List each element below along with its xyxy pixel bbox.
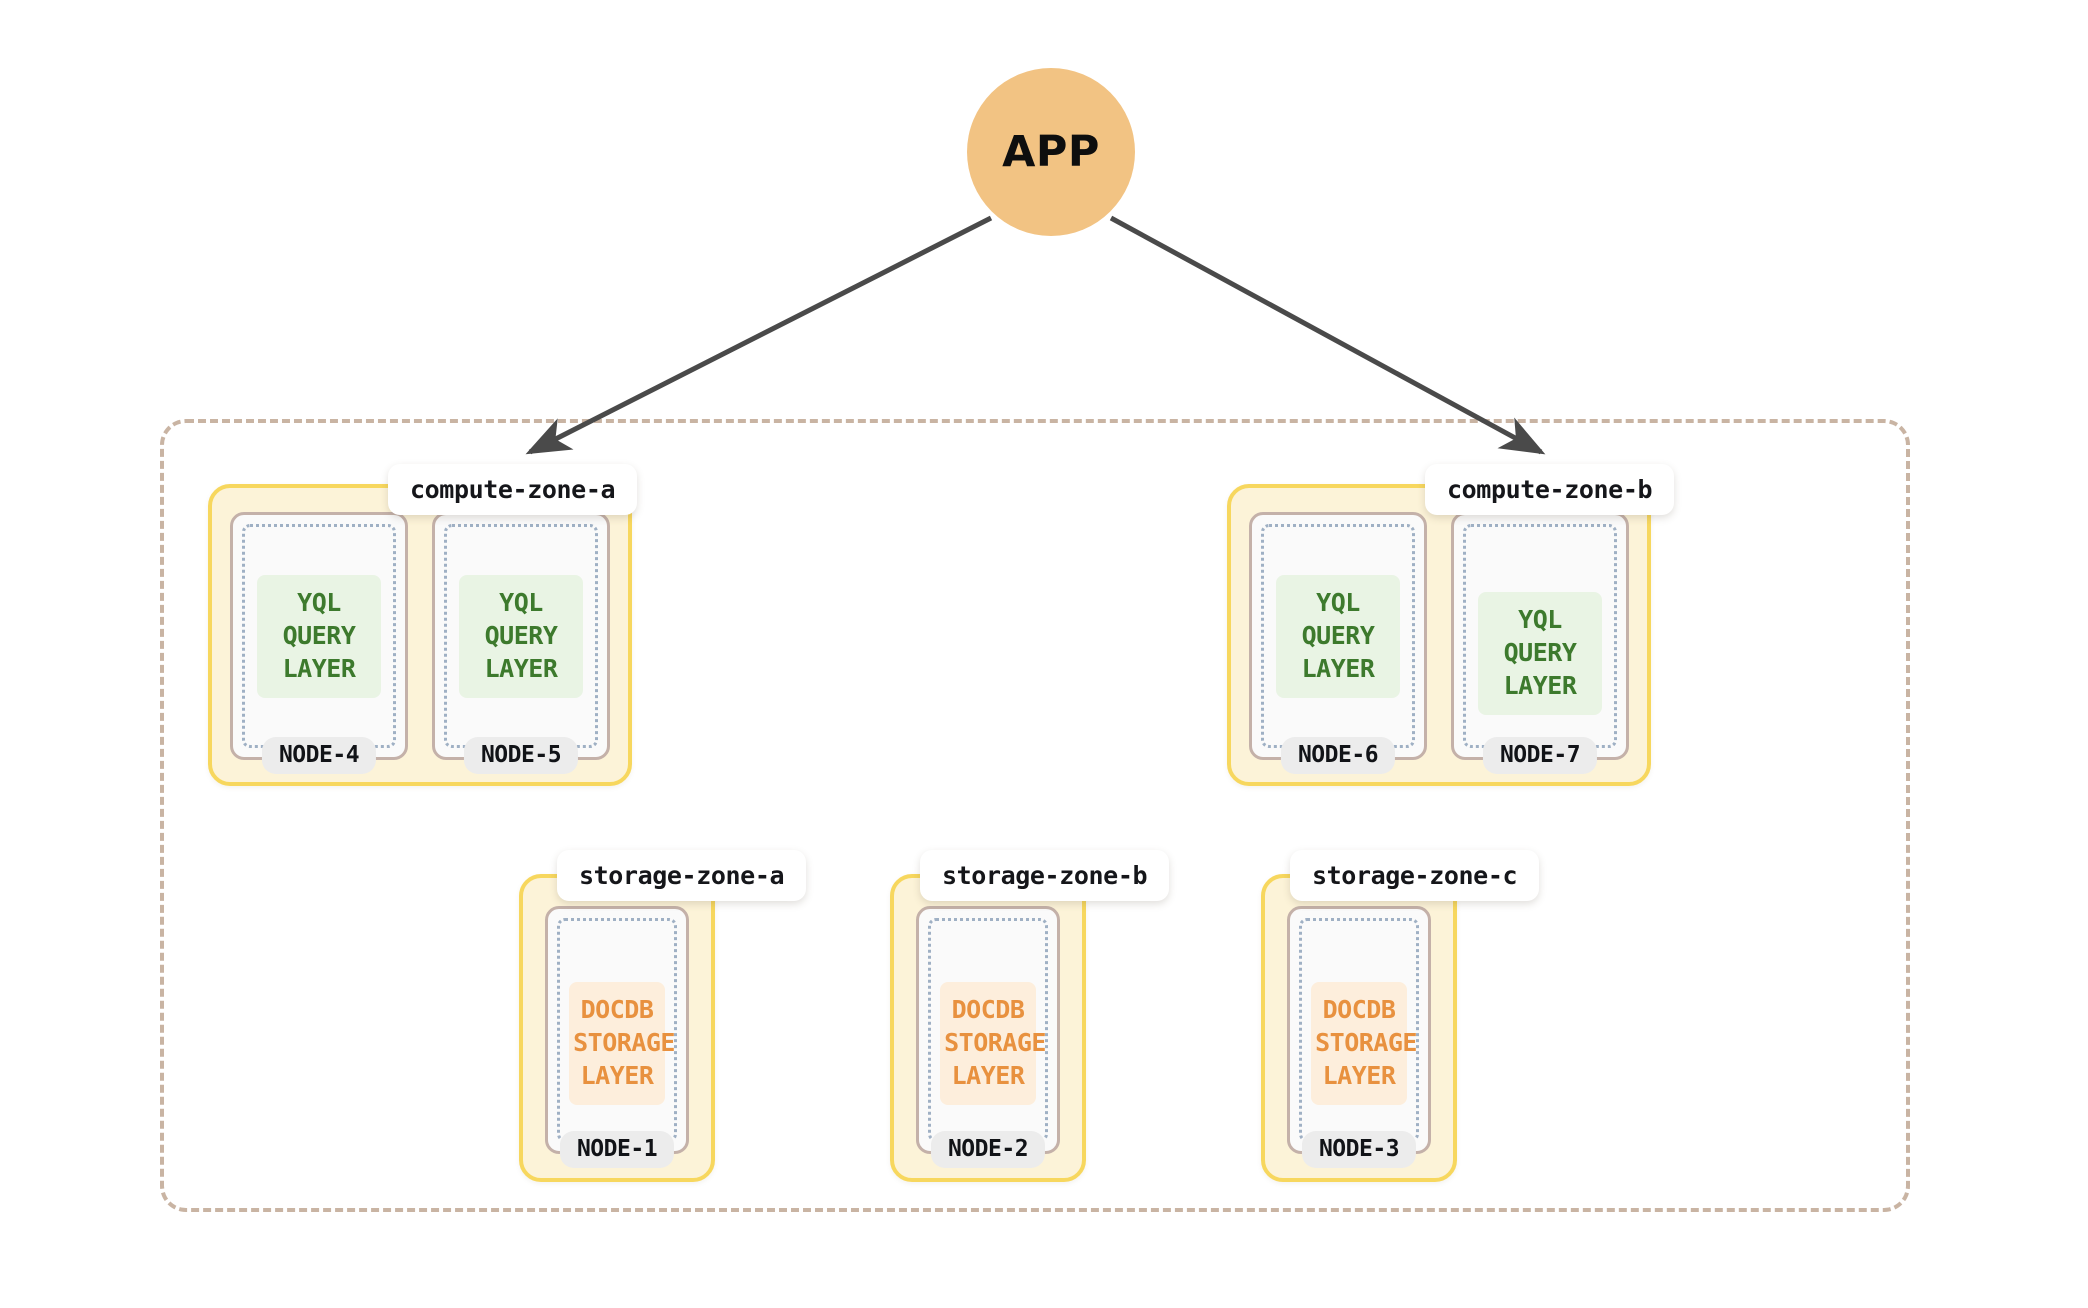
zone-title-compute-zone-a: compute-zone-a — [388, 464, 638, 515]
layer-line-2: STORAGE LAYER — [944, 1028, 1046, 1090]
zone-title-storage-zone-a: storage-zone-a — [557, 850, 807, 901]
layer-chip-docdb: DOCDB STORAGE LAYER — [1311, 982, 1417, 1105]
zone-compute-zone-a[interactable]: YQL QUERY LAYER NODE-4 YQL QUERY LAYER N… — [208, 484, 632, 786]
zone-compute-zone-b[interactable]: YQL QUERY LAYER NODE-6 YQL QUERY LAYER N… — [1227, 484, 1651, 786]
layer-chip-yql: YQL QUERY LAYER — [1477, 591, 1603, 715]
zone-title-storage-zone-b: storage-zone-b — [920, 850, 1170, 901]
node-NODE-4[interactable]: YQL QUERY LAYER NODE-4 — [230, 512, 408, 774]
node-NODE-5[interactable]: YQL QUERY LAYER NODE-5 — [432, 512, 610, 774]
zone-title-storage-zone-c: storage-zone-c — [1290, 850, 1540, 901]
node-label: NODE-1 — [559, 1131, 675, 1168]
node-NODE-1[interactable]: DOCDB STORAGE LAYER NODE-1 — [545, 906, 689, 1168]
layer-line-2: QUERY LAYER — [1503, 637, 1577, 700]
layer-line-2: QUERY LAYER — [1301, 620, 1375, 683]
node-NODE-6[interactable]: YQL QUERY LAYER NODE-6 — [1249, 512, 1427, 774]
layer-chip-yql: YQL QUERY LAYER — [1275, 574, 1401, 698]
zone-storage-zone-a[interactable]: DOCDB STORAGE LAYER NODE-1 — [519, 874, 715, 1182]
layer-chip-yql: YQL QUERY LAYER — [458, 574, 584, 698]
layer-line-1: DOCDB — [580, 995, 654, 1024]
layer-line-1: YQL — [499, 587, 543, 617]
layer-line-1: DOCDB — [1322, 995, 1396, 1024]
zone-storage-zone-c[interactable]: DOCDB STORAGE LAYER NODE-3 — [1261, 874, 1457, 1182]
node-label: NODE-2 — [930, 1131, 1046, 1168]
layer-line-2: STORAGE LAYER — [573, 1028, 675, 1090]
node-label: NODE-6 — [1280, 737, 1396, 774]
layer-chip-yql: YQL QUERY LAYER — [256, 574, 382, 698]
cluster-region — [160, 419, 1910, 1212]
arrow-app-to-compute-zone-a — [525, 215, 993, 455]
node-NODE-2[interactable]: DOCDB STORAGE LAYER NODE-2 — [916, 906, 1060, 1168]
layer-line-1: YQL — [297, 587, 341, 617]
app-node[interactable]: APP — [967, 68, 1135, 236]
node-NODE-3[interactable]: DOCDB STORAGE LAYER NODE-3 — [1287, 906, 1431, 1168]
layer-line-1: YQL — [1518, 604, 1562, 634]
layer-line-2: STORAGE LAYER — [1315, 1028, 1417, 1090]
app-node-label: APP — [1002, 127, 1100, 177]
layer-line-2: QUERY LAYER — [282, 620, 356, 683]
layer-line-2: QUERY LAYER — [484, 620, 558, 683]
node-label: NODE-7 — [1482, 737, 1598, 774]
arrow-app-to-compute-zone-b — [1109, 215, 1546, 455]
zone-title-compute-zone-b: compute-zone-b — [1425, 464, 1675, 515]
zone-storage-zone-b[interactable]: DOCDB STORAGE LAYER NODE-2 — [890, 874, 1086, 1182]
node-NODE-7[interactable]: YQL QUERY LAYER NODE-7 — [1451, 512, 1629, 774]
node-label: NODE-3 — [1301, 1131, 1417, 1168]
layer-chip-docdb: DOCDB STORAGE LAYER — [569, 982, 675, 1105]
layer-line-1: DOCDB — [951, 995, 1025, 1024]
node-label: NODE-5 — [463, 737, 579, 774]
layer-line-1: YQL — [1316, 587, 1360, 617]
layer-chip-docdb: DOCDB STORAGE LAYER — [940, 982, 1046, 1105]
node-label: NODE-4 — [261, 737, 377, 774]
